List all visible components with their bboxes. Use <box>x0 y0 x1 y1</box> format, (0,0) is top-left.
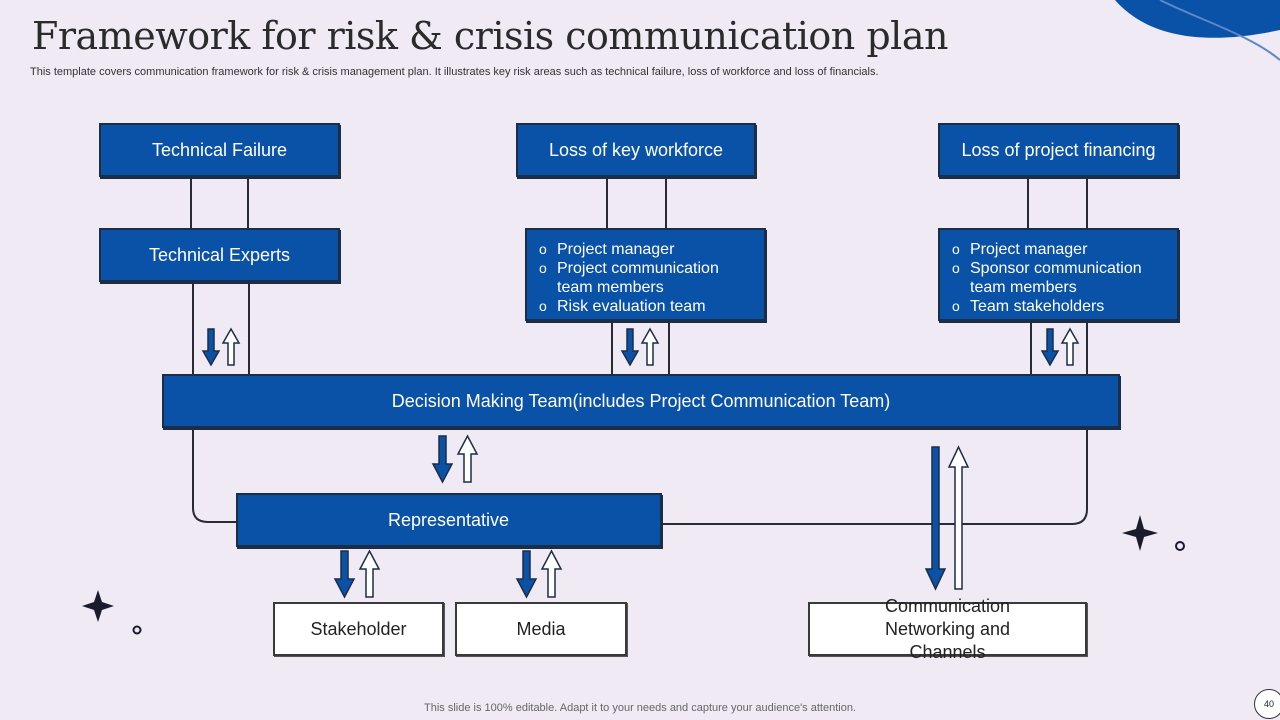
page-number: 40 <box>1254 689 1280 719</box>
arrow-down-icon <box>431 435 454 484</box>
list-item: Project communication team members <box>539 259 754 297</box>
arrow-pair-long <box>924 445 970 591</box>
arrow-down-icon <box>201 328 221 367</box>
arrow-up-icon <box>640 327 660 366</box>
financing-responders-box: Project manager Sponsor communication te… <box>938 228 1179 321</box>
risk-loss-financing: Loss of project financing <box>938 123 1179 177</box>
arrow-down-icon <box>924 446 947 591</box>
list-item: Sponsor communication team members <box>952 259 1167 297</box>
arrow-pair <box>620 327 660 367</box>
arrow-up-icon <box>1060 327 1080 366</box>
risk-technical-failure: Technical Failure <box>99 123 340 177</box>
representative-box: Representative <box>236 493 662 547</box>
arrow-pair <box>201 327 241 367</box>
footer-note: This slide is 100% editable. Adapt it to… <box>424 702 856 714</box>
list-item: Risk evaluation team <box>539 297 754 316</box>
page-title: Framework for risk & crisis communicatio… <box>32 14 948 58</box>
list-item: Team stakeholders <box>952 297 1167 316</box>
arrow-up-icon <box>540 549 563 598</box>
arrow-down-icon <box>620 328 640 367</box>
list-item: Project manager <box>539 240 754 259</box>
arrow-pair <box>1040 327 1080 367</box>
communication-channels-box: Communication Networking and Channels <box>808 596 1087 662</box>
arrow-down-icon <box>1040 328 1060 367</box>
workforce-responders-box: Project manager Project communication te… <box>525 228 766 321</box>
arrow-pair <box>333 549 381 599</box>
arrow-down-icon <box>333 550 356 599</box>
arrow-down-icon <box>515 550 538 599</box>
technical-experts-box: Technical Experts <box>99 228 340 282</box>
stakeholder-box: Stakeholder <box>273 602 444 656</box>
media-box: Media <box>455 602 627 656</box>
list-item: Project manager <box>952 240 1167 259</box>
arrow-pair <box>431 434 479 484</box>
arrow-pair <box>515 549 563 599</box>
risk-loss-workforce: Loss of key workforce <box>516 123 756 177</box>
arrow-up-icon <box>456 434 479 483</box>
arrow-up-icon <box>221 327 241 366</box>
page-subtitle: This template covers communication frame… <box>30 66 879 78</box>
arrow-up-icon <box>947 445 970 590</box>
decision-making-team-box: Decision Making Team(includes Project Co… <box>162 374 1120 428</box>
arrow-up-icon <box>358 549 381 598</box>
